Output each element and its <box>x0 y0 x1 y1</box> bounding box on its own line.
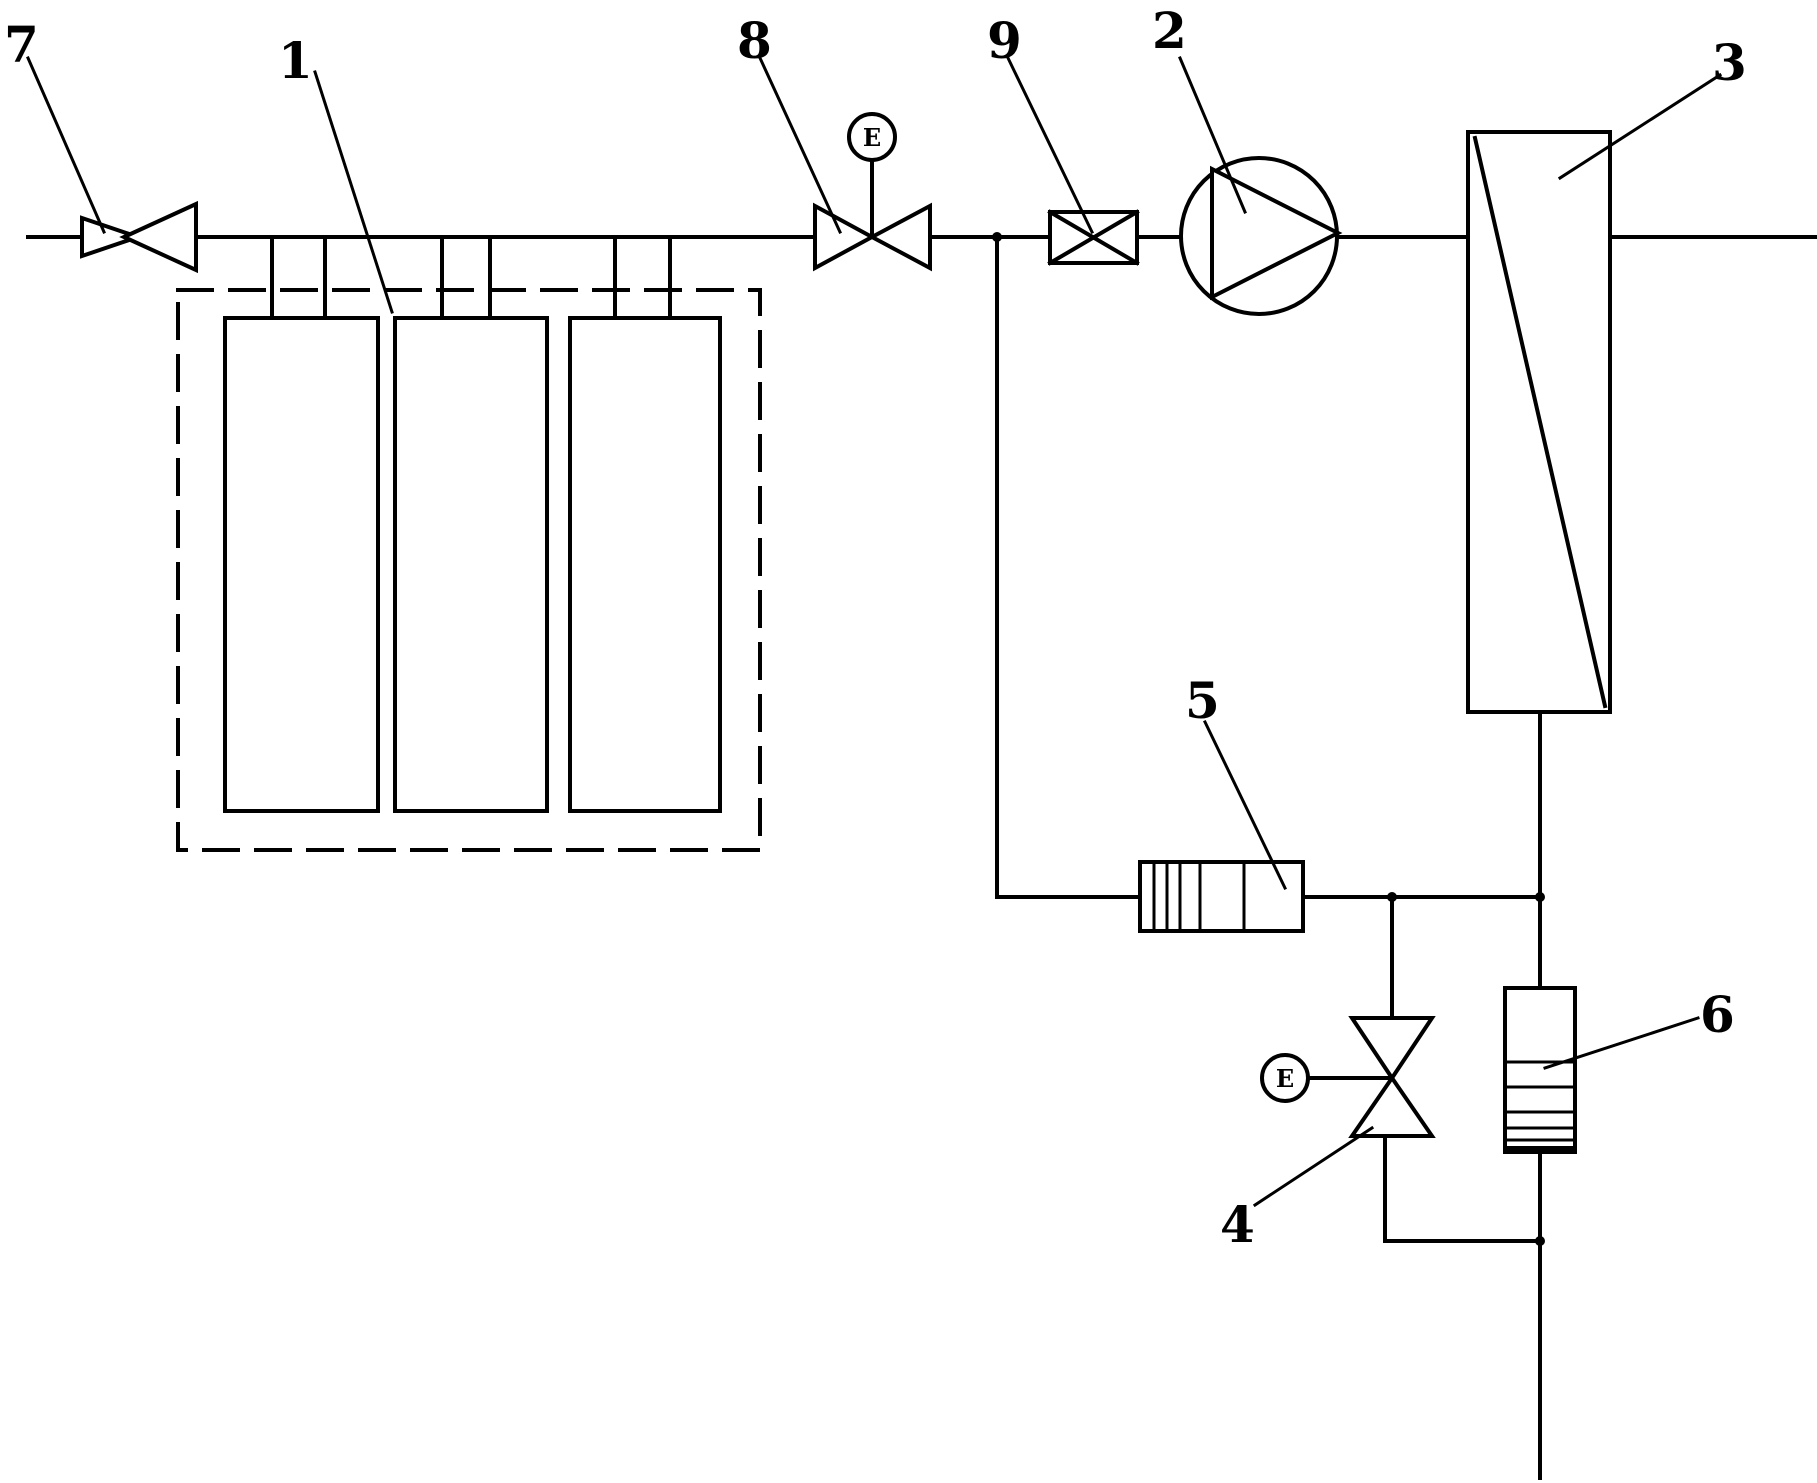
label-2: 2 <box>1152 1 1187 60</box>
cylinder-c <box>568 316 722 813</box>
label-5: 5 <box>1185 671 1220 730</box>
check-valve-9 <box>1047 209 1140 266</box>
manifold-pipe-ab <box>323 235 444 320</box>
label-7: 7 <box>4 15 39 74</box>
actuator-e-icon <box>1260 1053 1310 1103</box>
pump-2 <box>1179 156 1343 316</box>
leader-lines <box>26 55 1723 1208</box>
leader-3 <box>1557 72 1723 181</box>
label-6: 6 <box>1700 985 1735 1044</box>
label-1: 1 <box>278 31 313 90</box>
manifold-pipe-bc <box>488 235 617 320</box>
cylinder-a <box>223 316 380 813</box>
leader-5 <box>1202 719 1288 891</box>
heat-exchanger-3 <box>1466 130 1612 714</box>
leader-6 <box>1543 1016 1700 1070</box>
component-labels: 7 1 8 9 2 3 5 6 4 <box>4 1 1747 1254</box>
leader-9 <box>1005 55 1095 235</box>
actuator-label: E <box>863 123 881 152</box>
actuator-e-icon <box>847 112 897 162</box>
bypass-branch <box>992 232 1142 899</box>
manifold-pipe-c <box>668 235 762 320</box>
outlet-line <box>1535 710 1545 1480</box>
solenoid-valve-4: E <box>1260 895 1542 1243</box>
cylinder-group-1 <box>176 235 762 852</box>
leader-4 <box>1252 1125 1375 1208</box>
solenoid-valve-8: E <box>813 112 932 272</box>
leader-1 <box>313 70 394 314</box>
leader-7 <box>26 56 106 234</box>
filter-6 <box>1503 986 1577 1154</box>
leader-8 <box>758 56 842 234</box>
label-3: 3 <box>1712 33 1747 92</box>
label-4: 4 <box>1220 1195 1255 1254</box>
label-8: 8 <box>737 11 772 70</box>
actuator-label: E <box>1276 1064 1294 1093</box>
filter-5 <box>1138 860 1305 933</box>
manifold-pipe-a <box>194 235 274 320</box>
leader-2 <box>1178 56 1247 214</box>
cylinder-b <box>393 316 549 813</box>
manual-valve-7 <box>80 200 198 274</box>
label-9: 9 <box>987 11 1022 70</box>
cylinder-enclosure <box>176 288 762 852</box>
